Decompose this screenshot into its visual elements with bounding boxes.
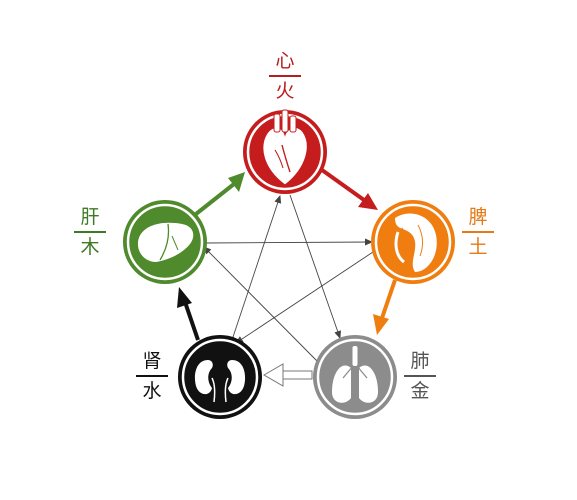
kidney-element-text: 水 bbox=[142, 379, 162, 402]
heart-organ-text: 心 bbox=[275, 50, 295, 72]
spleen-node bbox=[371, 200, 455, 284]
kidney-label: 肾 水 bbox=[132, 350, 172, 402]
generate-arrow-heart-spleen bbox=[320, 168, 378, 210]
control-arrow-spleen-kidney bbox=[235, 249, 377, 344]
spleen-circle bbox=[371, 200, 455, 284]
generating-cycle bbox=[177, 168, 397, 387]
kidney-circle bbox=[178, 335, 262, 419]
control-arrow-heart-lung bbox=[289, 194, 341, 339]
lung-node bbox=[313, 335, 397, 419]
kidney-node bbox=[178, 335, 262, 419]
kidneys-icon bbox=[194, 360, 246, 403]
heart-node bbox=[243, 109, 327, 194]
heart-element-text: 火 bbox=[275, 79, 295, 102]
kidney-organ-text: 肾 bbox=[142, 350, 162, 372]
lung-element-text: 金 bbox=[410, 379, 430, 402]
kidney-label-rule bbox=[136, 375, 168, 377]
control-arrow-lung-liver bbox=[203, 246, 319, 363]
lung-label-rule bbox=[404, 375, 436, 377]
spleen-element-text: 土 bbox=[468, 235, 488, 258]
generate-arrow-spleen-lung bbox=[373, 279, 397, 335]
liver-label-rule bbox=[74, 231, 106, 233]
control-arrow-liver-spleen bbox=[204, 238, 373, 246]
liver-icon bbox=[137, 222, 194, 262]
liver-node bbox=[123, 200, 207, 284]
spleen-label: 脾 土 bbox=[458, 206, 498, 258]
heart-label: 心 火 bbox=[265, 50, 305, 102]
generate-arrow-liver-heart bbox=[194, 172, 245, 216]
lungs-icon bbox=[332, 346, 378, 403]
spleen-label-rule bbox=[462, 231, 494, 233]
generate-arrow-kidney-liver bbox=[177, 287, 200, 341]
heart-label-rule bbox=[269, 75, 301, 77]
control-arrow-kidney-heart bbox=[231, 195, 282, 341]
liver-label: 肝 木 bbox=[70, 206, 110, 258]
spleen-organ-text: 脾 bbox=[468, 206, 488, 228]
generate-arrow-lung-kidney bbox=[263, 363, 313, 387]
liver-element-text: 木 bbox=[80, 235, 100, 258]
liver-organ-text: 肝 bbox=[80, 206, 100, 228]
lung-organ-text: 肺 bbox=[410, 350, 430, 372]
heart-icon bbox=[262, 109, 308, 186]
spleen-icon bbox=[394, 213, 437, 272]
lung-label: 肺 金 bbox=[400, 350, 440, 402]
controlling-cycle bbox=[203, 194, 377, 363]
